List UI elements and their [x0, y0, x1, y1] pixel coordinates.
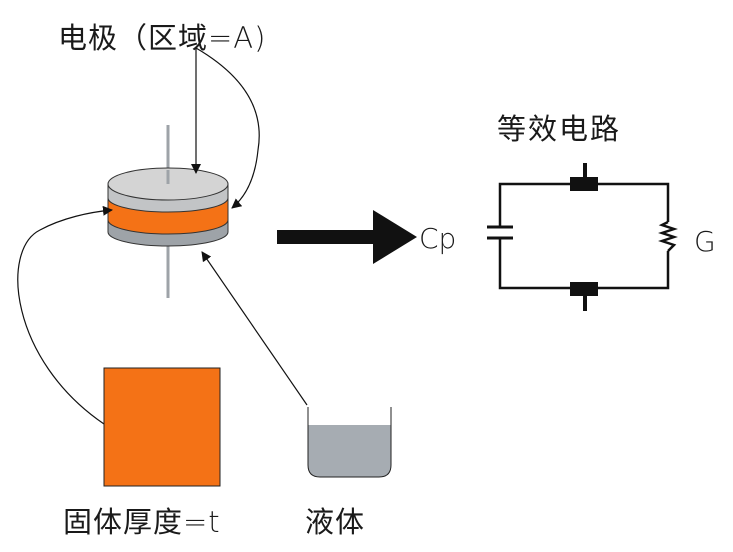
- liquid-label: 液体: [305, 505, 366, 539]
- electrode-assembly: [107, 125, 229, 298]
- circuit-title: 等效电路: [497, 112, 622, 146]
- equivalent-circuit: [487, 163, 678, 311]
- liquid-fill: [308, 425, 391, 477]
- terminal-top: [570, 177, 598, 191]
- liquid-to-sample-arrow: [201, 251, 308, 406]
- beaker-outline: [307, 407, 392, 478]
- solid-label: 固体厚度=t: [63, 505, 221, 539]
- solid-sample-block: [103, 367, 221, 487]
- circuit-wire-bottom: [498, 240, 670, 290]
- conductance-label: G: [694, 225, 716, 258]
- liquid-beaker: [307, 407, 392, 478]
- solid-to-sample-arrow: [17, 205, 113, 425]
- transform-arrow: [277, 210, 417, 264]
- capacitance-label: Cp: [419, 222, 457, 255]
- terminal-bottom: [570, 282, 598, 296]
- electrode-curved-arrow: [195, 47, 260, 209]
- electrode-label: 电极（区域=A): [58, 21, 267, 55]
- conductance-symbol: [658, 220, 678, 252]
